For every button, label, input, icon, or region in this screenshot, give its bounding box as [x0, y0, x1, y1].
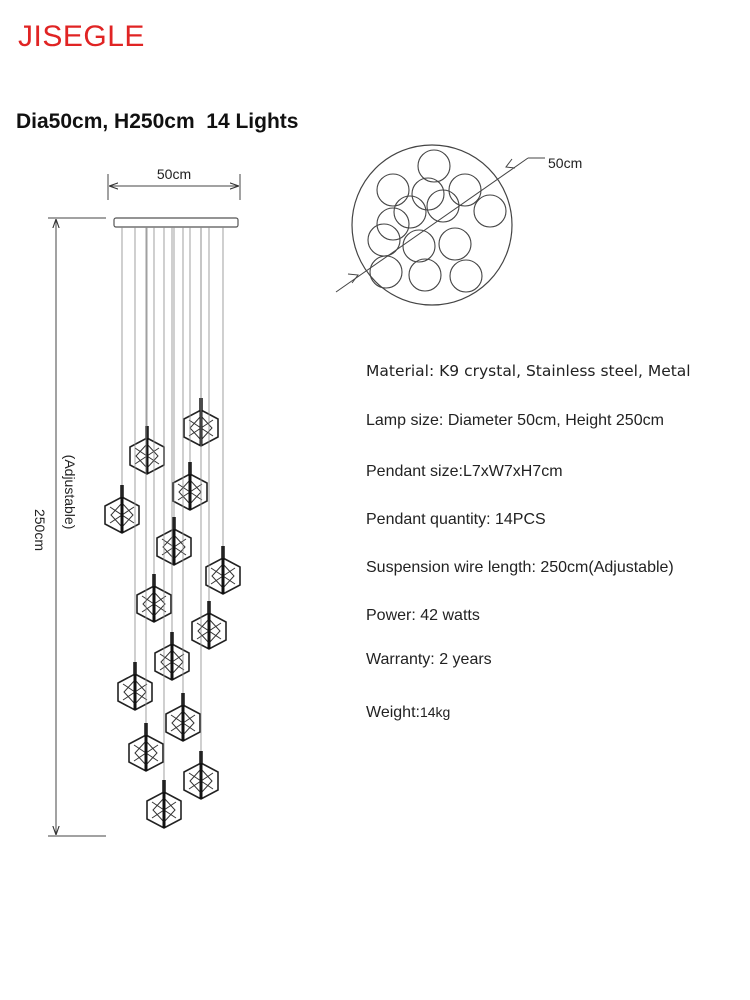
- spec-pendant-size: Pendant size:L7xW7xH7cm: [366, 463, 563, 481]
- pendant-light: [136, 227, 172, 623]
- spec-value: 42 watts: [420, 607, 480, 624]
- top-view-pendant: [417, 149, 451, 183]
- height-label: 250cm: [32, 509, 48, 551]
- spec-label: Warranty:: [366, 651, 435, 668]
- pendant-light: [183, 227, 219, 800]
- pendant-light: [172, 227, 208, 511]
- spec-value: 14kg: [419, 704, 451, 720]
- pendant-light: [104, 227, 140, 534]
- height-note: (Adjustable): [62, 455, 78, 530]
- spec-label: Weight:: [366, 704, 420, 721]
- diameter-label: 50cm: [548, 155, 582, 171]
- spec-value: 14PCS: [495, 511, 546, 528]
- pendant-light: [205, 227, 241, 595]
- top-view-pendant: [376, 207, 410, 241]
- spec-label: Material:: [366, 362, 435, 380]
- brand-logo: JISEGLE: [18, 20, 145, 53]
- top-view-pendant: [449, 259, 483, 293]
- width-dimension: 50cm: [107, 166, 241, 200]
- spec-power: Power: 42 watts: [366, 607, 480, 625]
- product-headline: Dia50cm, H250cm 14 Lights: [16, 110, 299, 133]
- spec-lamp-size: Lamp size: Diameter 50cm, Height 250cm: [366, 412, 664, 430]
- spec-value: Diameter 50cm, Height 250cm: [447, 412, 664, 429]
- pendant-light: [156, 227, 192, 566]
- spec-value: L7xW7xH7cm: [462, 463, 563, 480]
- top-view-pendants: [367, 149, 507, 293]
- spec-pendant-quantity: Pendant quantity: 14PCS: [366, 511, 546, 529]
- spec-label: Pendant quantity:: [366, 511, 491, 528]
- top-view-pendant: [369, 255, 403, 289]
- width-label: 50cm: [157, 166, 191, 182]
- pendant-light: [154, 227, 190, 681]
- top-view-pendant: [393, 195, 427, 229]
- top-view-pendant: [402, 229, 436, 263]
- top-view-pendant: [473, 194, 507, 228]
- pendant-light: [165, 227, 201, 742]
- ceiling-canopy: [113, 217, 239, 228]
- top-view-pendant: [448, 173, 482, 207]
- diameter-line: [335, 157, 529, 293]
- spec-label: Power:: [366, 607, 416, 624]
- top-view: 50cm: [335, 144, 582, 306]
- spec-weight: Weight:14kg: [366, 704, 450, 722]
- pendant-light: [117, 227, 153, 711]
- top-view-pendant: [438, 227, 472, 261]
- spec-value: 250cm(Adjustable): [540, 559, 674, 576]
- height-dimension: 250cm (Adjustable): [32, 217, 106, 837]
- spec-label: Pendant size:: [366, 463, 463, 480]
- top-view-pendant: [408, 258, 442, 292]
- pendant-lights: [104, 227, 241, 829]
- spec-value: K9 crystal, Stainless steel, Metal: [439, 362, 691, 380]
- spec-wire-length: Suspension wire length: 250cm(Adjustable…: [366, 559, 674, 577]
- spec-material: Material: K9 crystal, Stainless steel, M…: [366, 362, 691, 380]
- pendant-light: [128, 227, 164, 772]
- top-view-pendant: [411, 177, 445, 211]
- spec-label: Suspension wire length:: [366, 559, 536, 576]
- pendant-light: [146, 227, 182, 829]
- spec-value: 2 years: [439, 651, 492, 668]
- spec-warranty: Warranty: 2 years: [366, 651, 492, 669]
- top-view-pendant: [376, 173, 410, 207]
- spec-label: Lamp size:: [366, 412, 444, 429]
- top-view-outline: [351, 144, 513, 306]
